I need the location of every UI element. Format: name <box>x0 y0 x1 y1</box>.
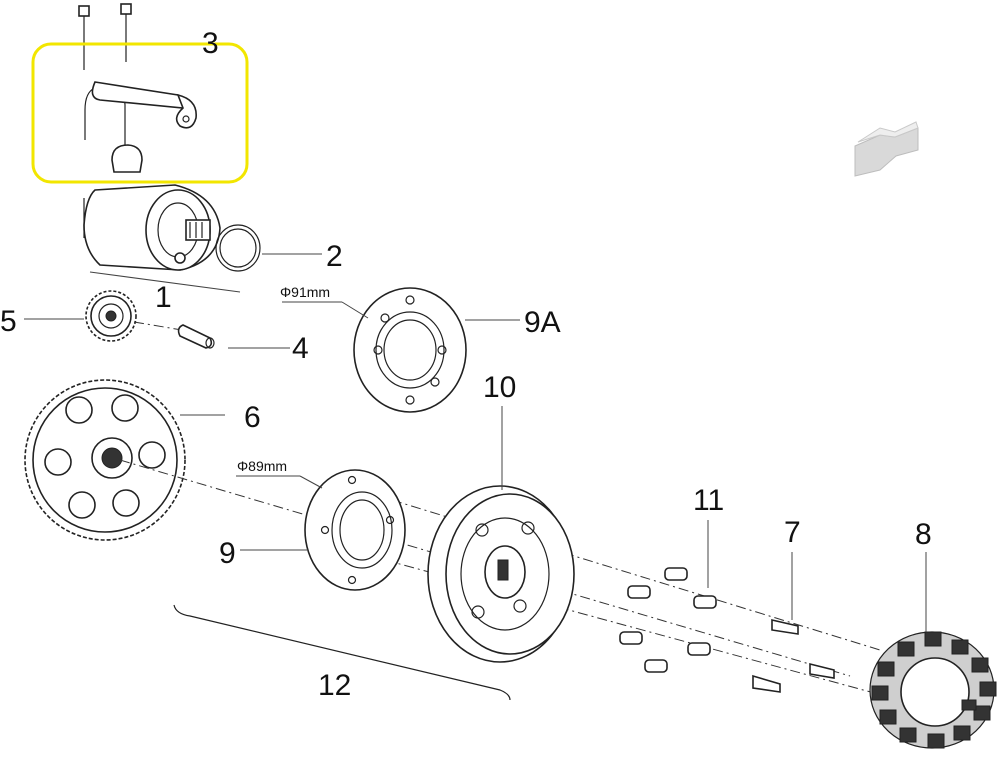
part-8-stator[interactable] <box>869 552 997 749</box>
dimension-89: Φ89mm <box>237 458 287 474</box>
bracket-12 <box>173 604 511 701</box>
callout-10: 10 <box>483 371 516 404</box>
highlight-box <box>31 42 249 184</box>
callout-4: 4 <box>292 332 309 365</box>
dimension-91: Φ91mm <box>280 284 330 300</box>
part-10-flywheel-rotor[interactable] <box>427 406 575 663</box>
callout-9a: 9A <box>524 306 561 339</box>
part-2-o-ring[interactable] <box>215 224 322 272</box>
part-1-starter-motor[interactable] <box>83 184 241 293</box>
callout-9: 9 <box>219 537 236 570</box>
callout-6: 6 <box>244 401 261 434</box>
callout-8: 8 <box>915 518 932 551</box>
part-9a-one-way-clutch[interactable] <box>282 287 520 413</box>
part-11-bolts[interactable] <box>619 520 717 673</box>
callout-12: 12 <box>318 669 351 702</box>
part-5-small-gear[interactable] <box>24 290 137 342</box>
direction-arrow-icon <box>854 121 919 177</box>
callout-1: 1 <box>155 281 172 314</box>
callout-2: 2 <box>326 240 343 273</box>
part-9-one-way-clutch[interactable] <box>236 469 406 591</box>
callout-7: 7 <box>784 516 801 549</box>
callout-11: 11 <box>693 484 724 517</box>
part-6-large-gear[interactable] <box>24 379 225 541</box>
part-3-starter-cable[interactable] <box>78 3 197 173</box>
part-4-pin[interactable] <box>133 321 290 349</box>
callout-3: 3 <box>202 27 219 60</box>
callout-5: 5 <box>0 305 17 338</box>
part-7-screws[interactable] <box>752 552 835 693</box>
